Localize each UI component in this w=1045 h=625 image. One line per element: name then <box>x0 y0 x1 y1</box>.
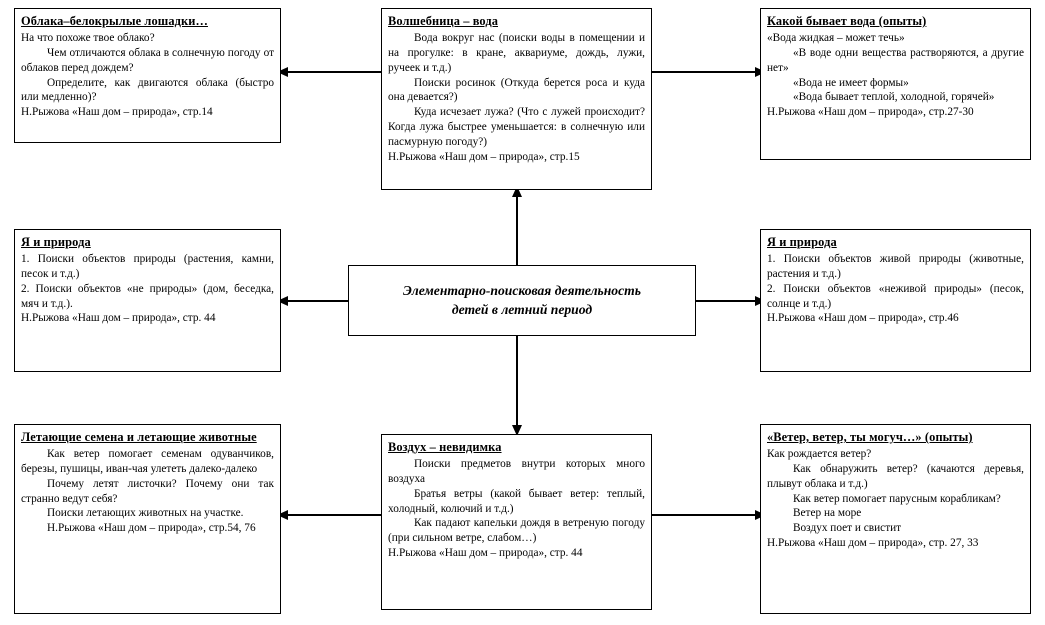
node-wind-mighty-title: «Ветер, ветер, ты могуч…» (опыты) <box>767 430 973 444</box>
node-air-invisible-line-1: Братья ветры (какой бывает ветер: теплый… <box>388 487 645 515</box>
connector-center-to-right <box>696 300 760 302</box>
node-water-kinds-line-2: «Вода не имеет формы» <box>793 76 909 89</box>
center-topic-line-2: детей в летний период <box>451 301 593 317</box>
node-me-and-nature-right-line-0: 1. Поиски объектов живой природы (животн… <box>767 252 1024 280</box>
node-water-kinds[interactable]: Какой бывает вода (опыты) «Вода жидкая –… <box>760 8 1031 160</box>
connector-water-to-waterkinds <box>652 71 760 73</box>
node-wind-mighty-line-5: Н.Рыжова «Наш дом – природа», стр. 27, 3… <box>767 537 979 550</box>
node-me-and-nature-right-line-2: Н.Рыжова «Наш дом – природа», стр.46 <box>767 312 959 325</box>
node-me-and-nature-left-line-0: 1. Поиски объектов природы (растения, ка… <box>21 252 274 280</box>
node-wind-mighty-line-1: Как обнаружить ветер? (качаются деревья,… <box>767 462 1024 490</box>
node-water-kinds-line-3: «Вода бывает теплой, холодной, горячей» <box>793 91 995 104</box>
arrowhead-left-top-row <box>277 67 288 77</box>
node-clouds-line-1: Чем отличаются облака в солнечную погоду… <box>21 46 274 74</box>
node-wind-mighty-line-0: Как рождается ветер? <box>767 447 872 460</box>
center-topic-label: Элементарно-поисковая деятельность детей… <box>403 282 641 319</box>
node-water-magician-title: Волшебница – вода <box>388 14 499 28</box>
node-water-magician-line-2: Куда исчезает лужа? (Что с лужей происхо… <box>388 106 645 149</box>
node-flying-seeds-line-1: Почему летят листочки? Почему они так ст… <box>21 477 274 505</box>
node-clouds[interactable]: Облака–белокрылые лошадки… На что похоже… <box>14 8 281 143</box>
node-air-invisible-line-2: Как падают капельки дождя в ветреную пог… <box>388 517 645 545</box>
node-flying-seeds-line-3: Н.Рыжова «Наш дом – природа», стр.54, 76 <box>47 522 256 535</box>
node-air-invisible[interactable]: Воздух – невидимка Поиски предметов внут… <box>381 434 652 610</box>
node-flying-seeds[interactable]: Летающие семена и летающие животные Как … <box>14 424 281 614</box>
node-clouds-line-0: На что похоже твое облако? <box>21 31 155 44</box>
node-water-kinds-line-1: «В воде одни вещества растворяются, а др… <box>767 46 1024 74</box>
node-me-and-nature-right-title: Я и природа <box>767 235 837 249</box>
node-flying-seeds-line-2: Поиски летающих животных на участке. <box>47 507 244 520</box>
arrowhead-left-bottom-row <box>277 510 288 520</box>
node-flying-seeds-line-0: Как ветер помогает семенам одуванчиков, … <box>21 447 274 475</box>
node-me-and-nature-left[interactable]: Я и природа 1. Поиски объектов природы (… <box>14 229 281 372</box>
node-clouds-line-3: Н.Рыжова «Наш дом – природа», стр.14 <box>21 106 213 119</box>
node-me-and-nature-left-line-2: Н.Рыжова «Наш дом – природа», стр. 44 <box>21 312 216 325</box>
arrowhead-left-center-row <box>277 296 288 306</box>
arrowhead-up-center <box>512 186 522 197</box>
node-water-magician-line-3: Н.Рыжова «Наш дом – природа», стр.15 <box>388 151 580 164</box>
node-air-invisible-line-0: Поиски предметов внутри которых много во… <box>388 457 645 485</box>
node-air-invisible-line-3: Н.Рыжова «Наш дом – природа», стр. 44 <box>388 547 583 560</box>
node-wind-mighty-line-3: Ветер на море <box>793 507 862 520</box>
connector-water-to-clouds <box>281 71 381 73</box>
node-water-kinds-title: Какой бывает вода (опыты) <box>767 14 927 28</box>
node-me-and-nature-right[interactable]: Я и природа 1. Поиски объектов живой при… <box>760 229 1031 372</box>
connector-center-to-air <box>516 336 518 428</box>
node-clouds-line-2: Определите, как двигаются облака (быстро… <box>21 76 274 104</box>
connector-air-to-wind <box>652 514 760 516</box>
node-me-and-nature-right-line-1: 2. Поиски объектов «неживой природы» (пе… <box>767 282 1024 310</box>
node-center-topic[interactable]: Элементарно-поисковая деятельность детей… <box>348 265 696 336</box>
node-water-magician-line-0: Вода вокруг нас (поиски воды в помещении… <box>388 31 645 74</box>
connector-center-to-left <box>281 300 348 302</box>
connector-center-to-water <box>516 190 518 265</box>
node-flying-seeds-title: Летающие семена и летающие животные <box>21 430 257 444</box>
node-water-magician[interactable]: Волшебница – вода Вода вокруг нас (поиск… <box>381 8 652 190</box>
node-wind-mighty[interactable]: «Ветер, ветер, ты могуч…» (опыты) Как ро… <box>760 424 1031 614</box>
node-me-and-nature-left-line-1: 2. Поиски объектов «не природы» (дом, бе… <box>21 282 274 310</box>
node-water-kinds-line-0: «Вода жидкая – может течь» <box>767 31 905 44</box>
node-water-magician-line-1: Поиски росинок (Откуда берется роса и ку… <box>388 76 645 104</box>
node-wind-mighty-line-2: Как ветер помогает парусным корабликам? <box>793 492 1001 505</box>
node-me-and-nature-left-title: Я и природа <box>21 235 91 249</box>
node-wind-mighty-line-4: Воздух поет и свистит <box>793 522 902 535</box>
arrowhead-down-center <box>512 425 522 436</box>
node-water-kinds-line-4: Н.Рыжова «Наш дом – природа», стр.27-30 <box>767 106 974 119</box>
connector-air-to-seeds <box>281 514 381 516</box>
node-clouds-title: Облака–белокрылые лошадки… <box>21 14 208 28</box>
node-air-invisible-title: Воздух – невидимка <box>388 440 502 454</box>
center-topic-line-1: Элементарно-поисковая деятельность <box>403 283 641 299</box>
